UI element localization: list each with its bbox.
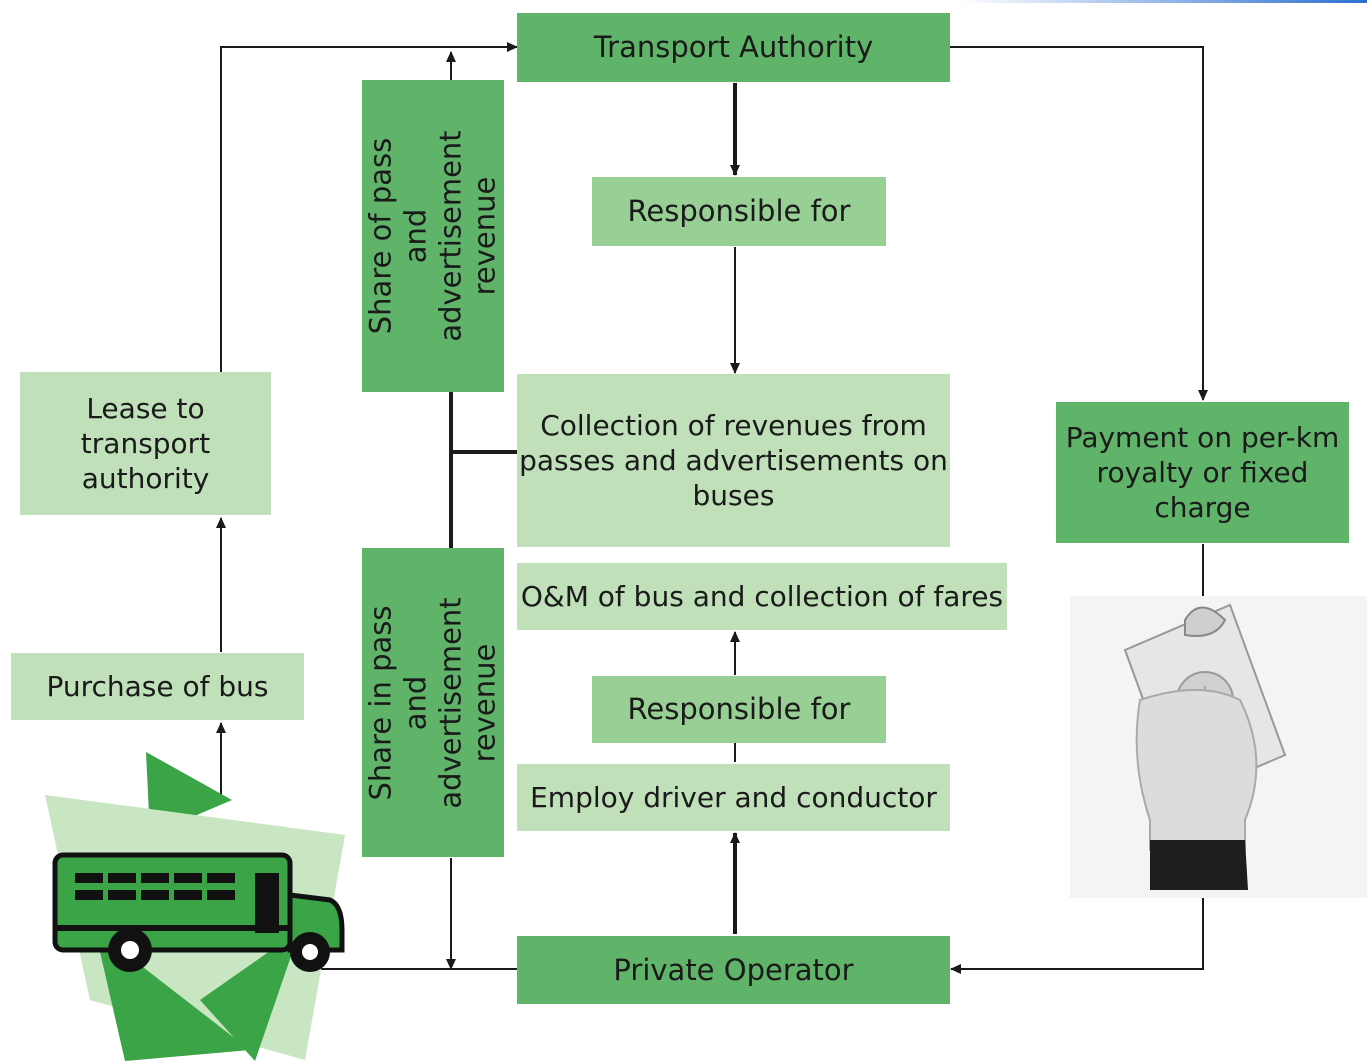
arrow-authority-to-payment — [950, 46, 1208, 401]
payment-royalty-label: Payment on per-km royalty or fixed charg… — [1065, 421, 1340, 524]
om-bus-fares-box: O&M of bus and collection of fares — [517, 563, 1007, 630]
om-bus-fares-label: O&M of bus and collection of fares — [520, 580, 1004, 613]
money-hand-icon: $ — [1070, 596, 1367, 898]
arrow-payment-to-operator — [950, 898, 1204, 974]
employ-driver-box: Employ driver and conductor — [517, 764, 950, 831]
transport-authority-box: Transport Authority — [517, 13, 950, 82]
private-operator-label: Private Operator — [613, 952, 854, 987]
share-of-pass-revenue-box: Share of pass and advertisement revenue — [362, 80, 504, 392]
share-in-pass-revenue-box: Share in pass and advertisement revenue — [362, 548, 504, 857]
share-in-pass-revenue-label: Share in pass and advertisement revenue — [363, 596, 502, 809]
employ-driver-label: Employ driver and conductor — [530, 781, 937, 814]
payment-royalty-box: Payment on per-km royalty or fixed charg… — [1056, 402, 1349, 543]
collection-revenues-label: Collection of revenues from passes and a… — [519, 409, 948, 512]
responsible-for-top-label: Responsible for — [627, 194, 851, 229]
private-operator-box: Private Operator — [517, 936, 950, 1004]
transport-authority-label: Transport Authority — [593, 30, 874, 65]
lease-to-authority-label: Lease to transport authority — [80, 392, 211, 495]
bus-icon — [45, 752, 345, 1061]
share-of-pass-revenue-label: Share of pass and advertisement revenue — [363, 130, 502, 342]
arrow-lease-to-authority — [220, 42, 518, 372]
responsible-for-top-box: Responsible for — [592, 177, 886, 246]
collection-revenues-box: Collection of revenues from passes and a… — [517, 374, 950, 547]
top-accent-line — [960, 0, 1367, 3]
responsible-for-bottom-label: Responsible for — [627, 692, 851, 727]
purchase-of-bus-box: Purchase of bus — [11, 653, 304, 720]
purchase-of-bus-label: Purchase of bus — [46, 670, 269, 703]
lease-to-authority-box: Lease to transport authority — [20, 372, 271, 515]
responsible-for-bottom-box: Responsible for — [592, 676, 886, 743]
